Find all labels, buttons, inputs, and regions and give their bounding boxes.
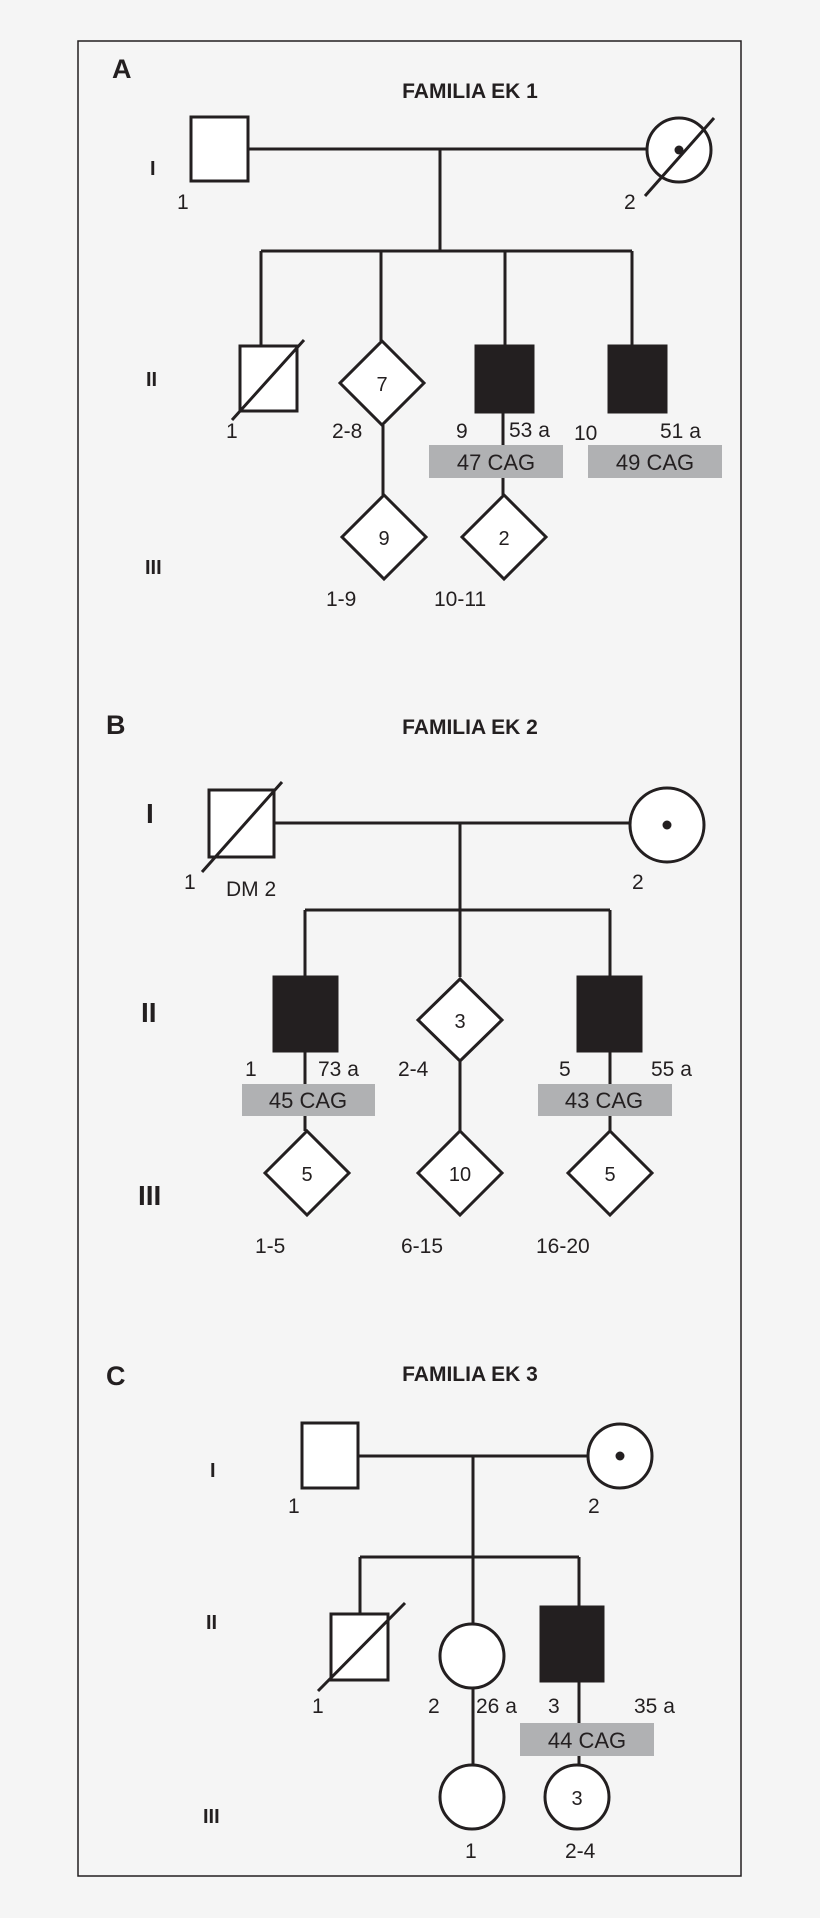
individual-number: 3 bbox=[548, 1695, 560, 1718]
individual-number: 2 bbox=[588, 1495, 600, 1518]
deceased-slash-icon bbox=[643, 117, 716, 197]
individual-count: 3 bbox=[454, 1011, 465, 1033]
panel-title: FAMILIA EK 1 bbox=[402, 80, 538, 103]
individual-number: 1 bbox=[177, 191, 189, 214]
individual-number: 16-20 bbox=[536, 1235, 590, 1258]
male-symbol bbox=[300, 1421, 360, 1490]
generation-label: III bbox=[138, 1180, 161, 1211]
female-symbol bbox=[438, 1622, 506, 1690]
panel-letter: A bbox=[112, 54, 132, 84]
note-label: DM 2 bbox=[226, 878, 276, 901]
individual-count: 5 bbox=[604, 1164, 615, 1186]
multiple-individuals-diamond bbox=[337, 338, 427, 428]
cag-repeat-label: 44 CAG bbox=[548, 1728, 626, 1753]
cag-repeat-box bbox=[429, 445, 563, 478]
female-symbol bbox=[438, 1763, 506, 1831]
multiple-individuals-diamond bbox=[459, 492, 549, 582]
generation-label: I bbox=[210, 1460, 216, 1482]
individual-number: 2 bbox=[624, 191, 636, 214]
affected-male-symbol bbox=[272, 975, 339, 1053]
panel-letter: C bbox=[106, 1361, 126, 1391]
carrier-dot-icon bbox=[662, 820, 672, 830]
affected-male-symbol bbox=[607, 344, 668, 414]
female-symbol bbox=[543, 1763, 611, 1831]
multiple-individuals-diamond bbox=[262, 1128, 352, 1218]
individual-count: 10 bbox=[449, 1164, 471, 1186]
generation-label: III bbox=[203, 1806, 220, 1828]
individual-number: 9 bbox=[456, 420, 468, 443]
individual-number: 1 bbox=[465, 1840, 477, 1863]
panel-title: FAMILIA EK 2 bbox=[402, 716, 538, 739]
generation-label: I bbox=[150, 158, 156, 180]
panel-a: A FAMILIA EK 1 I II III 1 2 1 7 2-8 9 bbox=[112, 54, 722, 611]
individual-number: 2 bbox=[632, 871, 644, 894]
cag-repeat-label: 45 CAG bbox=[269, 1088, 347, 1113]
individual-number: 1-5 bbox=[255, 1235, 285, 1258]
individual-count: 7 bbox=[376, 374, 387, 396]
generation-label: III bbox=[145, 557, 162, 579]
affected-male-symbol bbox=[576, 975, 643, 1053]
individual-count: 5 bbox=[301, 1164, 312, 1186]
carrier-dot-icon bbox=[674, 145, 684, 155]
individual-number: 1 bbox=[226, 420, 238, 443]
individual-number: 2-4 bbox=[565, 1840, 596, 1863]
individual-number: 6-15 bbox=[401, 1235, 443, 1258]
panel-c: C FAMILIA EK 3 I II III 1 2 1 2 26 a 3 3… bbox=[106, 1361, 675, 1863]
individual-number: 2-4 bbox=[398, 1058, 429, 1081]
individual-number: 10 bbox=[574, 422, 597, 445]
generation-label: II bbox=[141, 997, 157, 1028]
multiple-individuals-diamond bbox=[415, 976, 505, 1064]
panel-b: B FAMILIA EK 2 I II III 1 DM 2 2 1 73 a … bbox=[106, 710, 706, 1258]
age-label: 26 a bbox=[476, 1695, 517, 1718]
individual-count: 2 bbox=[498, 528, 509, 550]
affected-male-symbol bbox=[474, 344, 535, 414]
individual-number: 2-8 bbox=[332, 420, 362, 443]
age-label: 51 a bbox=[660, 420, 701, 443]
affected-male-symbol bbox=[539, 1605, 605, 1683]
individual-count: 3 bbox=[571, 1788, 582, 1810]
figure-frame bbox=[77, 40, 742, 1877]
generation-label: I bbox=[146, 798, 154, 829]
deceased-slash-icon bbox=[316, 1601, 407, 1693]
panel-title: FAMILIA EK 3 bbox=[402, 1363, 538, 1386]
generation-label: II bbox=[206, 1612, 217, 1634]
multiple-individuals-diamond bbox=[565, 1128, 655, 1218]
cag-repeat-box bbox=[538, 1084, 672, 1116]
cag-repeat-label: 49 CAG bbox=[616, 450, 694, 475]
generation-label: II bbox=[146, 369, 157, 391]
deceased-slash-icon bbox=[200, 781, 284, 873]
panel-letter: B bbox=[106, 710, 126, 740]
carrier-dot-icon bbox=[615, 1451, 625, 1461]
individual-number: 2 bbox=[428, 1695, 440, 1718]
age-label: 55 a bbox=[651, 1058, 692, 1081]
individual-number: 1 bbox=[184, 871, 196, 894]
age-label: 73 a bbox=[318, 1058, 359, 1081]
individual-count: 9 bbox=[378, 528, 389, 550]
cag-repeat-label: 47 CAG bbox=[457, 450, 535, 475]
multiple-individuals-diamond bbox=[339, 492, 429, 582]
individual-number: 1 bbox=[245, 1058, 257, 1081]
multiple-individuals-diamond bbox=[415, 1128, 505, 1218]
age-label: 35 a bbox=[634, 1695, 675, 1718]
individual-number: 10-11 bbox=[434, 588, 486, 611]
individual-number: 1 bbox=[312, 1695, 324, 1718]
individual-number: 5 bbox=[559, 1058, 571, 1081]
deceased-slash-icon bbox=[230, 338, 306, 422]
cag-repeat-label: 43 CAG bbox=[565, 1088, 643, 1113]
male-symbol bbox=[189, 115, 250, 183]
individual-number: 1-9 bbox=[326, 588, 356, 611]
age-label: 53 a bbox=[509, 419, 550, 442]
cag-repeat-box bbox=[588, 445, 722, 478]
cag-repeat-box bbox=[520, 1723, 654, 1756]
cag-repeat-box bbox=[242, 1084, 375, 1116]
individual-number: 1 bbox=[288, 1495, 300, 1518]
